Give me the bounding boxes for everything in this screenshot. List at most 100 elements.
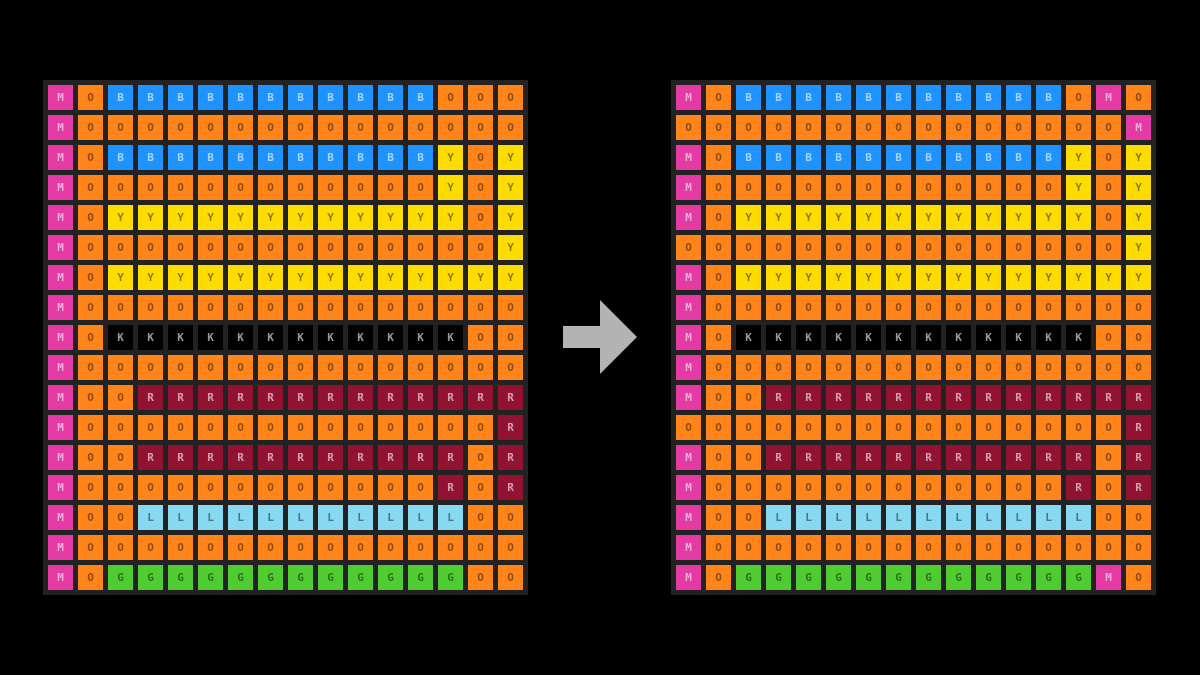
grid-cell: O (1126, 355, 1151, 380)
grid-cell: M (48, 115, 73, 140)
grid-cell: O (706, 235, 731, 260)
grid-cell: M (676, 205, 701, 230)
grid-cell: B (856, 145, 881, 170)
grid-cell: O (288, 415, 313, 440)
grid-cell: R (916, 445, 941, 470)
grid-cell: O (976, 295, 1001, 320)
grid-cell: Y (826, 265, 851, 290)
grid-cell: K (1066, 325, 1091, 350)
grid-cell: O (976, 175, 1001, 200)
grid-cell: O (976, 535, 1001, 560)
grid-cell: Y (168, 265, 193, 290)
grid-cell: O (706, 445, 731, 470)
grid-cell: O (168, 235, 193, 260)
grid-cell: O (856, 175, 881, 200)
grid-cell: O (1006, 535, 1031, 560)
grid-cell: G (408, 565, 433, 590)
grid-cell: O (348, 295, 373, 320)
arrow-right-icon (563, 300, 637, 374)
grid-cell: O (498, 565, 523, 590)
grid-cell: K (438, 325, 463, 350)
grid-cell: Y (856, 205, 881, 230)
grid-cell: O (78, 505, 103, 530)
grid-cell: O (856, 295, 881, 320)
grid-cell: R (408, 385, 433, 410)
grid-cell: O (706, 565, 731, 590)
grid-cell: M (48, 325, 73, 350)
grid-cell: K (378, 325, 403, 350)
grid-cell: O (468, 325, 493, 350)
grid-cell: B (348, 85, 373, 110)
grid-cell: O (736, 175, 761, 200)
grid-cell: O (78, 535, 103, 560)
grid-cell: O (736, 445, 761, 470)
grid-cell: R (1036, 445, 1061, 470)
grid-cell: Y (318, 205, 343, 230)
grid-cell: O (886, 355, 911, 380)
grid-cell: O (138, 235, 163, 260)
grid-cell: O (498, 325, 523, 350)
grid-cell: Y (766, 205, 791, 230)
grid-cell: O (378, 175, 403, 200)
grid-cell: G (796, 565, 821, 590)
grid-cell: R (348, 445, 373, 470)
grid-cell: L (288, 505, 313, 530)
grid-cell: O (348, 475, 373, 500)
grid-cell: M (1126, 115, 1151, 140)
grid-cell: O (1126, 295, 1151, 320)
grid-cell: G (198, 565, 223, 590)
grid-cell: O (138, 415, 163, 440)
grid-cell: B (408, 85, 433, 110)
grid-cell: B (976, 145, 1001, 170)
grid-cell: B (1036, 145, 1061, 170)
grid-cell: Y (198, 205, 223, 230)
grid-cell: O (1006, 415, 1031, 440)
grid-cell: O (198, 295, 223, 320)
grid-cell: O (1096, 205, 1121, 230)
grid-cell: O (438, 535, 463, 560)
grid-cell: O (706, 115, 731, 140)
grid-cell: O (856, 115, 881, 140)
grid-cell: Y (916, 265, 941, 290)
grid-cell: O (1096, 175, 1121, 200)
grid-cell: Y (976, 205, 1001, 230)
grid-cell: O (1096, 115, 1121, 140)
grid-cell: O (438, 415, 463, 440)
grid-cell: O (288, 175, 313, 200)
grid-cell: R (1126, 385, 1151, 410)
grid-cell: B (318, 85, 343, 110)
grid-cell: O (826, 415, 851, 440)
grid-cell: O (706, 475, 731, 500)
grid-cell: O (766, 175, 791, 200)
grid-cell: L (198, 505, 223, 530)
grid-cell: Y (258, 265, 283, 290)
grid-cell: O (138, 475, 163, 500)
grid-cell: O (856, 235, 881, 260)
grid-cell: O (78, 295, 103, 320)
grid-cell: O (1066, 295, 1091, 320)
grid-cell: M (676, 265, 701, 290)
grid-cell: B (766, 85, 791, 110)
grid-cell: O (318, 115, 343, 140)
grid-cell: O (916, 415, 941, 440)
grid-cell: B (796, 85, 821, 110)
grid-cell: O (228, 355, 253, 380)
grid-cell: O (886, 295, 911, 320)
grid-cell: B (288, 145, 313, 170)
grid-cell: Y (886, 265, 911, 290)
grid-cell: O (1096, 415, 1121, 440)
grid-cell: Y (348, 205, 373, 230)
grid-cell: O (378, 475, 403, 500)
grid-cell: O (1036, 475, 1061, 500)
grid-cell: L (228, 505, 253, 530)
grid-cell: O (78, 175, 103, 200)
grid-cell: R (796, 385, 821, 410)
grid-cell: O (108, 535, 133, 560)
grid-cell: O (1066, 115, 1091, 140)
grid-cell: G (438, 565, 463, 590)
grid-cell: Y (498, 265, 523, 290)
grid-cell: O (228, 115, 253, 140)
grid-cell: O (198, 115, 223, 140)
grid-cell: O (736, 385, 761, 410)
grid-cell: O (676, 115, 701, 140)
